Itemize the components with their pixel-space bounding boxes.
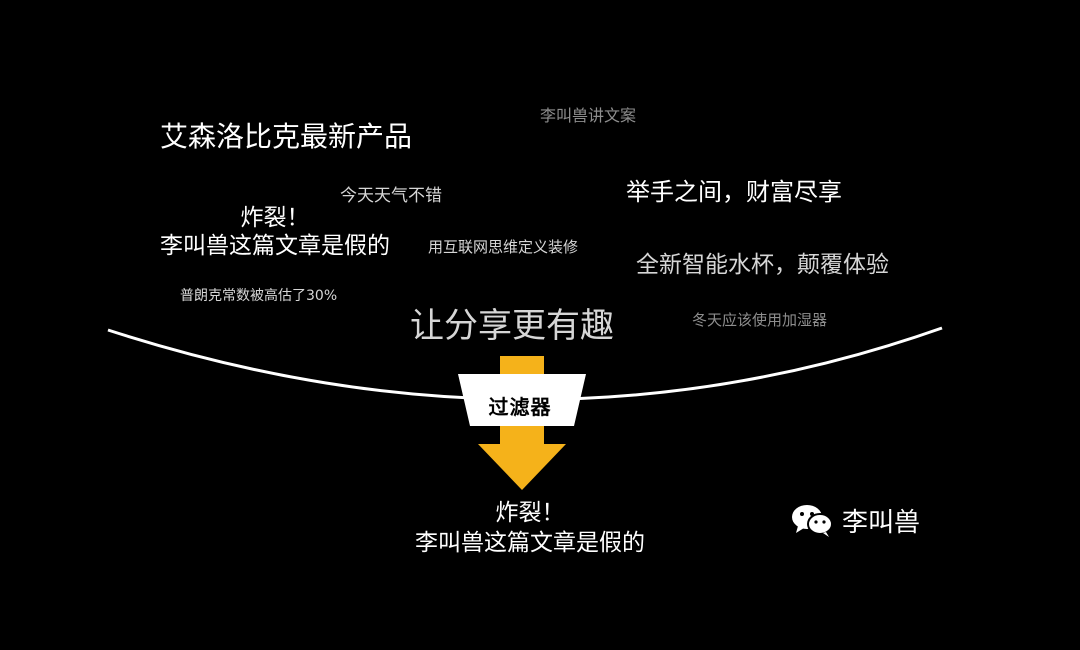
arrow-shaft-top — [500, 356, 544, 376]
message-product: 艾森洛比克最新产品 — [160, 120, 413, 153]
message-renovation: 用互联网思维定义装修 — [428, 238, 579, 256]
message-weather: 今天天气不错 — [340, 186, 442, 206]
message-shocking-line1: 炸裂！ — [240, 205, 310, 231]
message-shocking: 炸裂！ 李叫兽这篇文章是假的 — [160, 205, 390, 260]
filter-label: 过滤器 — [488, 395, 552, 419]
message-smart-cup: 全新智能水杯，颠覆体验 — [636, 252, 889, 278]
arrow-shaft-bottom — [500, 426, 544, 446]
message-planck: 普朗克常数被高估了30% — [180, 288, 338, 304]
filter-result-line1: 炸裂！ — [495, 500, 565, 526]
message-copywriting: 李叫兽讲文案 — [540, 106, 637, 125]
brand-name: 李叫兽 — [842, 507, 921, 538]
filter-funnel — [458, 374, 586, 426]
filter-result: 炸裂！ 李叫兽这篇文章是假的 — [380, 498, 680, 558]
message-wealth: 举手之间，财富尽享 — [626, 178, 842, 206]
message-shocking-line2: 李叫兽这篇文章是假的 — [160, 232, 390, 259]
brand-watermark: 李叫兽 — [790, 500, 920, 540]
message-humidifier: 冬天应该使用加湿器 — [692, 311, 828, 329]
wechat-icon — [792, 505, 833, 537]
arrow-head — [478, 444, 566, 490]
filter-result-line2: 李叫兽这篇文章是假的 — [415, 530, 645, 556]
message-share-fun: 让分享更有趣 — [410, 306, 614, 346]
